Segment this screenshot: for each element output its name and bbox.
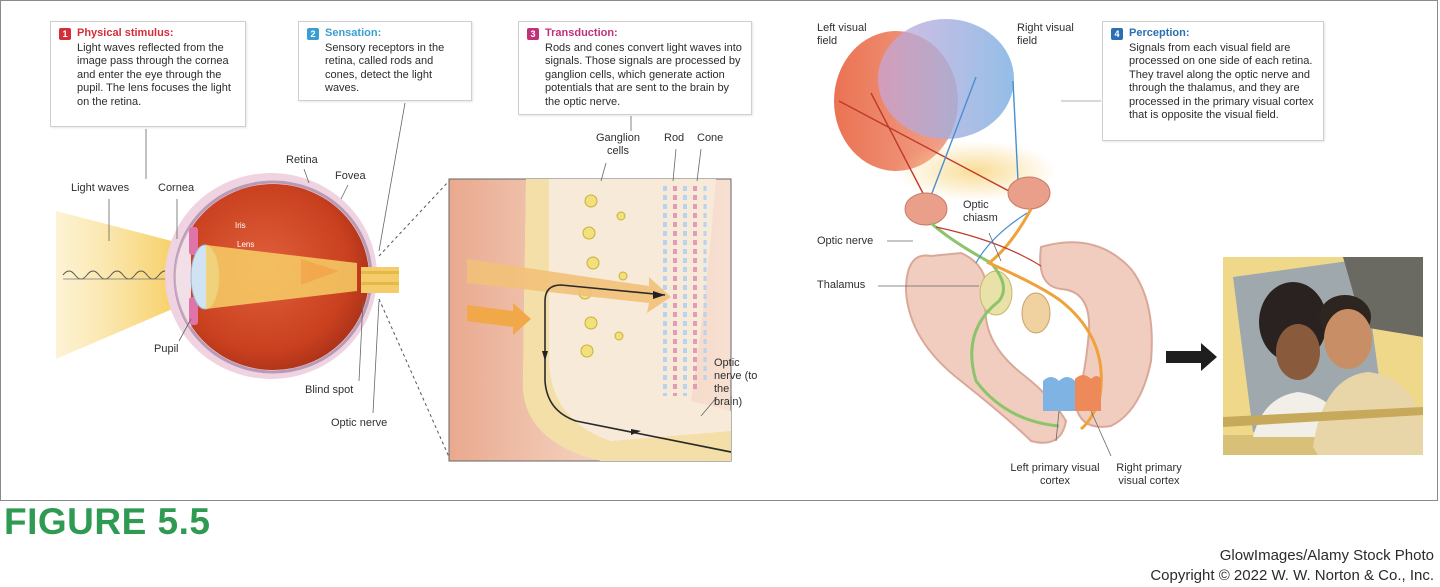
label-blind-spot: Blind spot xyxy=(305,384,354,396)
label-iris: Iris xyxy=(235,221,246,230)
step-4-heading: 4 Perception: xyxy=(1111,27,1315,41)
label-light-waves: Light waves xyxy=(71,182,130,194)
retina-layer xyxy=(522,179,731,461)
step-2-heading: 2 Sensation: xyxy=(307,27,463,41)
label-cornea: Cornea xyxy=(158,182,195,194)
retina-zoom xyxy=(448,116,732,462)
right-visual-cortex xyxy=(1075,375,1101,411)
label-thalamus: Thalamus xyxy=(817,279,866,291)
figure-label: FIGURE 5.5 xyxy=(4,501,211,542)
label-left-primary-visual-cortex: Left primary visual cortex xyxy=(1010,462,1100,487)
label-cone: Cone xyxy=(697,132,724,144)
label-pupil: Pupil xyxy=(154,343,179,355)
eye-diagram xyxy=(56,102,450,458)
step-3-heading: 3 Transduction: xyxy=(527,27,743,41)
step-4-title: Perception: xyxy=(1129,27,1190,39)
label-lens: Lens xyxy=(237,240,255,249)
label-optic-nerve-to-brain: Optic nerve (to the brain) xyxy=(714,357,758,408)
iris-shape xyxy=(189,227,198,255)
left-optic-tract xyxy=(929,221,1060,428)
step-3-text: Rods and cones convert light waves into … xyxy=(545,41,742,108)
illustration xyxy=(56,19,1217,462)
visual-pathway xyxy=(834,19,1217,457)
label-ganglion-cells: Ganglion cells xyxy=(595,132,641,157)
label-retina: Retina xyxy=(286,154,318,166)
step-2-text: Sensory receptors in the retina, called … xyxy=(325,41,445,95)
step-1-heading: 1 Physical stimulus: xyxy=(59,27,237,41)
label-optic-nerve-brain: Optic nerve xyxy=(817,235,874,247)
label-right-primary-visual-cortex: Right primary visual cortex xyxy=(1116,462,1182,487)
label-left-visual-field: Left visual field xyxy=(817,22,867,47)
signal-path xyxy=(544,284,731,453)
step-2-number: 2 xyxy=(307,27,319,40)
right-visual-field xyxy=(878,19,1014,139)
label-fovea: Fovea xyxy=(335,170,366,182)
label-rod: Rod xyxy=(664,132,685,144)
photoreceptor-layer xyxy=(663,186,707,396)
result-arrow xyxy=(1166,343,1217,371)
label-right-visual-field: Right visual field xyxy=(1017,22,1074,47)
left-eye-small xyxy=(904,192,948,226)
brain-right-hemisphere xyxy=(1039,241,1153,428)
light-arrow-2 xyxy=(467,303,531,335)
optic-nerve-shape xyxy=(361,267,399,293)
label-optic-nerve-eye: Optic nerve xyxy=(331,417,388,429)
step-1-box: 1 Physical stimulus: Light waves reflect… xyxy=(50,21,246,127)
thalamus-shape xyxy=(979,270,1013,316)
step-3-box: 3 Transduction: Rods and cones convert l… xyxy=(518,21,752,115)
step-4-text: Signals from each visual field are proce… xyxy=(1129,41,1314,122)
light-wave xyxy=(62,270,184,280)
photo-credit: GlowImages/Alamy Stock Photo xyxy=(1219,547,1434,564)
step-2-box: 2 Sensation: Sensory receptors in the re… xyxy=(298,21,472,101)
cornea-shape xyxy=(174,225,192,330)
step-1-title: Physical stimulus: xyxy=(77,27,174,39)
step-1-text: Light waves reflected from the image pas… xyxy=(77,41,231,108)
step-4-number: 4 xyxy=(1111,27,1123,40)
step-3-number: 3 xyxy=(527,27,539,40)
label-optic-chiasm: Optic chiasm xyxy=(963,199,998,224)
step-1-number: 1 xyxy=(59,27,71,40)
step-3-title: Transduction: xyxy=(545,27,618,39)
light-beam xyxy=(56,211,191,359)
step-4-box: 4 Perception: Signals from each visual f… xyxy=(1102,21,1324,141)
left-visual-cortex xyxy=(1043,377,1075,411)
right-eye-small xyxy=(1007,176,1051,210)
copyright: Copyright © 2022 W. W. Norton & Co., Inc… xyxy=(1150,567,1434,584)
figure-panel: 1 Physical stimulus: Light waves reflect… xyxy=(0,0,1438,501)
light-in-eye xyxy=(206,245,357,309)
step-2-title: Sensation: xyxy=(325,27,382,39)
couple-photo xyxy=(1223,257,1423,455)
